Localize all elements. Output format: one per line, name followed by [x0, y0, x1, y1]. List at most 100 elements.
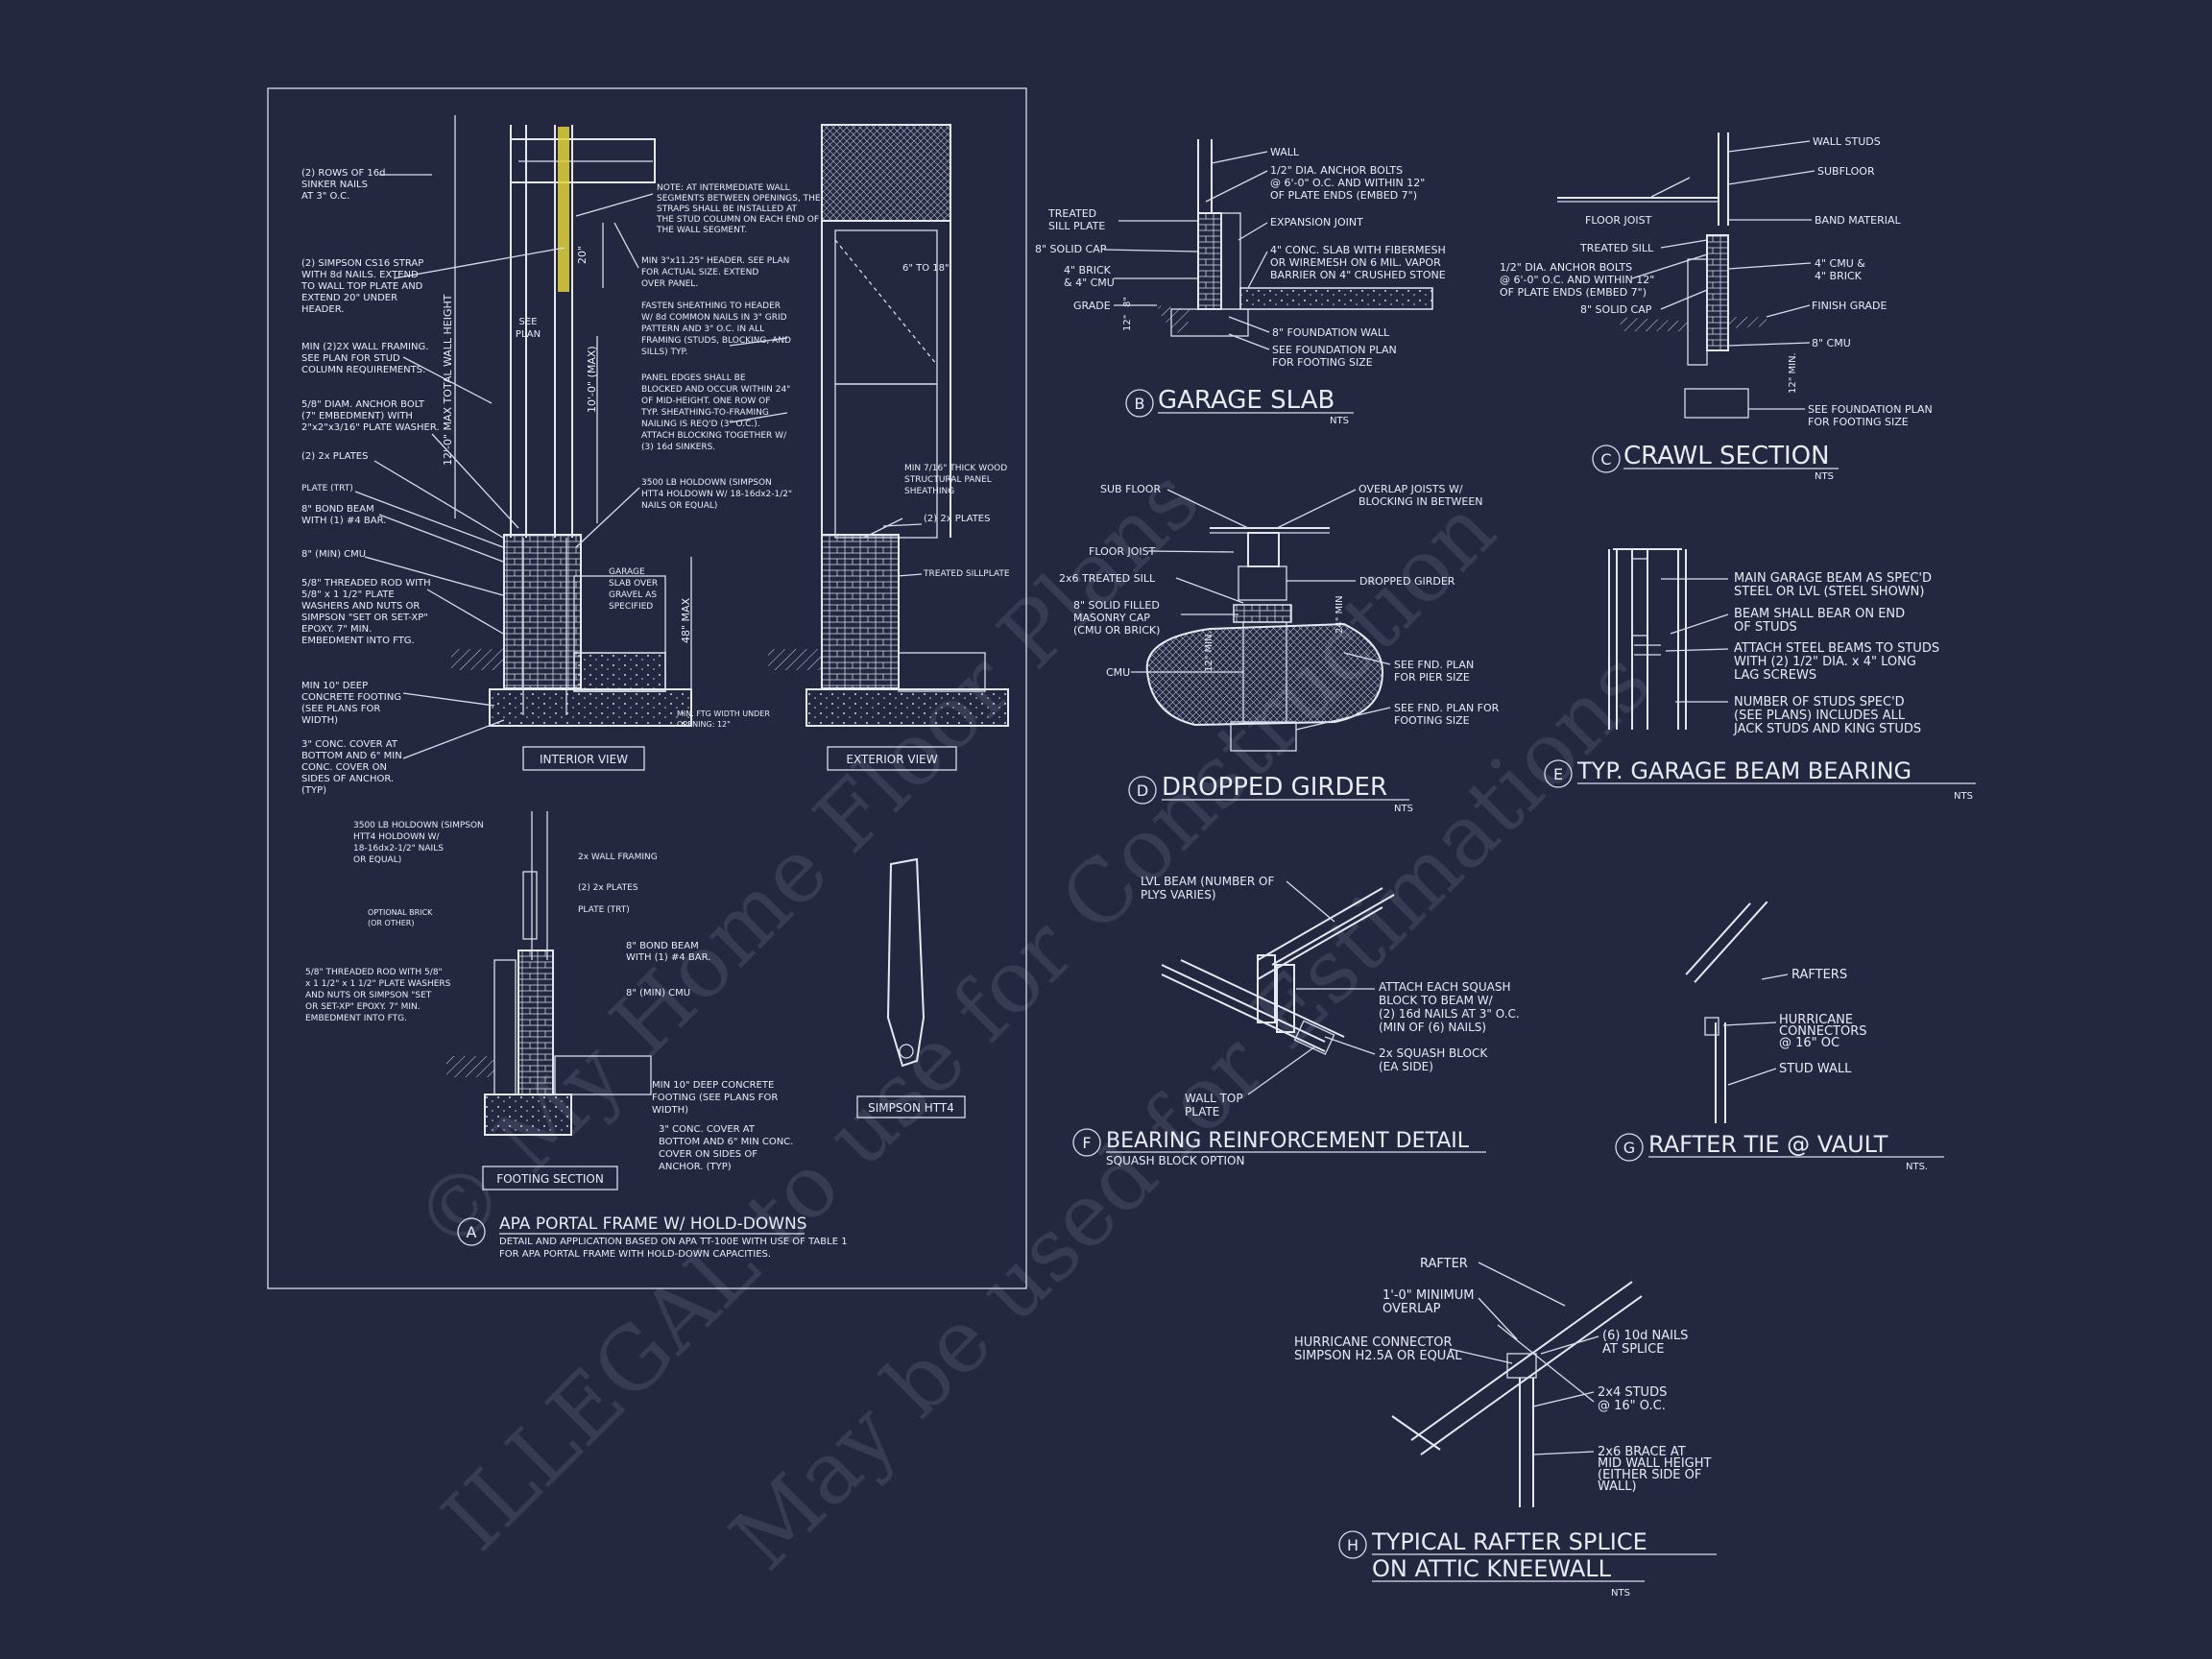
note-h-0-text: RAFTER: [1420, 1257, 1468, 1271]
note-h-4: 2x4 STUDS@ 16" O.C.: [1598, 1385, 1667, 1413]
detail-c-title: CRAWL SECTION: [1623, 442, 1830, 470]
detail-a-leaders: [354, 174, 923, 759]
note-d-2: FLOOR JOIST: [1089, 545, 1156, 558]
note-b-6-text: 4" BRICK& 4" CMU: [1064, 264, 1115, 289]
detail-g: G RAFTER TIE @ VAULT NTS. RAFTERS HURRIC…: [1615, 901, 1944, 1172]
note-a-foot-2: (2) 2x PLATES: [578, 883, 638, 893]
dim-b-12in: 12": [1122, 315, 1133, 331]
simpson-htt4-label: SIMPSON HTT4: [868, 1101, 954, 1115]
detail-e-title: TYP. GARAGE BEAM BEARING: [1576, 757, 1911, 784]
note-a-left-2: MIN (2)2X WALL FRAMING.SEE PLAN FOR STUD…: [301, 342, 428, 375]
detail-d: D DROPPED GIRDER NTS SUB FLOOR OVERLAP J…: [1059, 483, 1500, 814]
note-c-1: SUBFLOOR: [1817, 165, 1875, 178]
note-a-left-4-text: (2) 2x PLATES: [301, 451, 368, 462]
note-g-0-text: RAFTERS: [1791, 968, 1847, 982]
footing-section-label: FOOTING SECTION: [496, 1172, 604, 1186]
note-d-1-text: OVERLAP JOISTS W/BLOCKING IN BETWEEN: [1358, 483, 1483, 508]
note-d-6-text: CMU: [1106, 666, 1130, 679]
dim-10ft-max: 10'-0" (MAX): [586, 346, 598, 413]
note-a-foot-1: 2x WALL FRAMING: [578, 853, 658, 862]
note-b-7-text: GRADE: [1073, 300, 1111, 312]
note-a-right-2: TREATED SILLPLATE: [923, 569, 1010, 579]
note-a-right-2-text: TREATED SILLPLATE: [923, 569, 1010, 579]
interior-view-label: INTERIOR VIEW: [540, 753, 628, 766]
detail-a-title: APA PORTAL FRAME W/ HOLD-DOWNS: [499, 1214, 807, 1234]
note-b-7: GRADE: [1073, 300, 1111, 312]
note-f-2-text: 2x SQUASH BLOCK(EA SIDE): [1379, 1046, 1488, 1073]
note-c-9-text: 8" CMU: [1812, 337, 1851, 349]
detail-f-title: BEARING REINFORCEMENT DETAIL: [1106, 1129, 1470, 1153]
note-d-1: OVERLAP JOISTS W/BLOCKING IN BETWEEN: [1358, 483, 1483, 508]
note-h-0: RAFTER: [1420, 1257, 1468, 1271]
exterior-view-drawing: [768, 124, 1009, 727]
detail-b-letter: B: [1135, 395, 1145, 413]
detail-e-letter: E: [1553, 765, 1563, 783]
detail-f-subtitle: SQUASH BLOCK OPTION: [1106, 1154, 1244, 1167]
detail-a-subtitle-1: DETAIL AND APPLICATION BASED ON APA TT-1…: [499, 1237, 848, 1247]
detail-a-subtitle-2: FOR APA PORTAL FRAME WITH HOLD-DOWN CAPA…: [499, 1249, 771, 1260]
note-c-3-text: BAND MATERIAL: [1815, 214, 1902, 227]
note-a-left-4: (2) 2x PLATES: [301, 451, 368, 462]
dim-6-to-18: 6" TO 18": [902, 263, 950, 274]
note-e-3-text: NUMBER OF STUDS SPEC'D(SEE PLANS) INCLUD…: [1733, 695, 1921, 736]
note-d-0-text: SUB FLOOR: [1100, 483, 1161, 495]
note-c-4-text: TREATED SILL: [1579, 242, 1654, 254]
note-c-5-text: 1/2" DIA. ANCHOR BOLTS@ 6'-0" O.C. AND W…: [1500, 261, 1654, 299]
detail-b: B GARAGE SLAB NTS WALL 1/2" DIA. ANCHOR …: [1035, 139, 1446, 426]
footing-section-drawing: [446, 811, 652, 1136]
note-b-1-text: 1/2" DIA. ANCHOR BOLTS@ 6'-0" O.C. AND W…: [1270, 164, 1425, 202]
note-c-0: WALL STUDS: [1813, 135, 1881, 148]
note-c-5: 1/2" DIA. ANCHOR BOLTS@ 6'-0" O.C. AND W…: [1500, 261, 1654, 299]
note-c-1-text: SUBFLOOR: [1817, 165, 1875, 178]
note-a-left-7: 8" (MIN) CMU: [301, 549, 366, 560]
dim-d-24in-min: 24" MIN: [1334, 595, 1345, 634]
cs16-strap-highlight: [558, 127, 569, 292]
note-a-foot-3: PLATE (TRT): [578, 905, 630, 915]
note-g-2-text: STUD WALL: [1779, 1062, 1852, 1076]
detail-h-letter: H: [1347, 1536, 1358, 1554]
note-b-4-text: 8" SOLID CAP: [1035, 243, 1107, 255]
detail-d-scale: NTS: [1394, 804, 1413, 814]
dim-c-12in-min: 12" MIN.: [1788, 352, 1798, 394]
note-a-right-1-text: (2) 2x PLATES: [924, 514, 990, 524]
note-a-left-5: PLATE (TRT): [301, 484, 353, 493]
note-c-2-text: FLOOR JOIST: [1585, 214, 1652, 227]
note-d-2-text: FLOOR JOIST: [1089, 545, 1156, 558]
detail-a-border: [267, 87, 1027, 1289]
note-d-4-text: DROPPED GIRDER: [1359, 575, 1455, 588]
detail-b-scale: NTS: [1330, 416, 1349, 426]
detail-f: F BEARING REINFORCEMENT DETAIL SQUASH BL…: [1072, 875, 1520, 1167]
note-b-0: WALL: [1270, 146, 1300, 158]
